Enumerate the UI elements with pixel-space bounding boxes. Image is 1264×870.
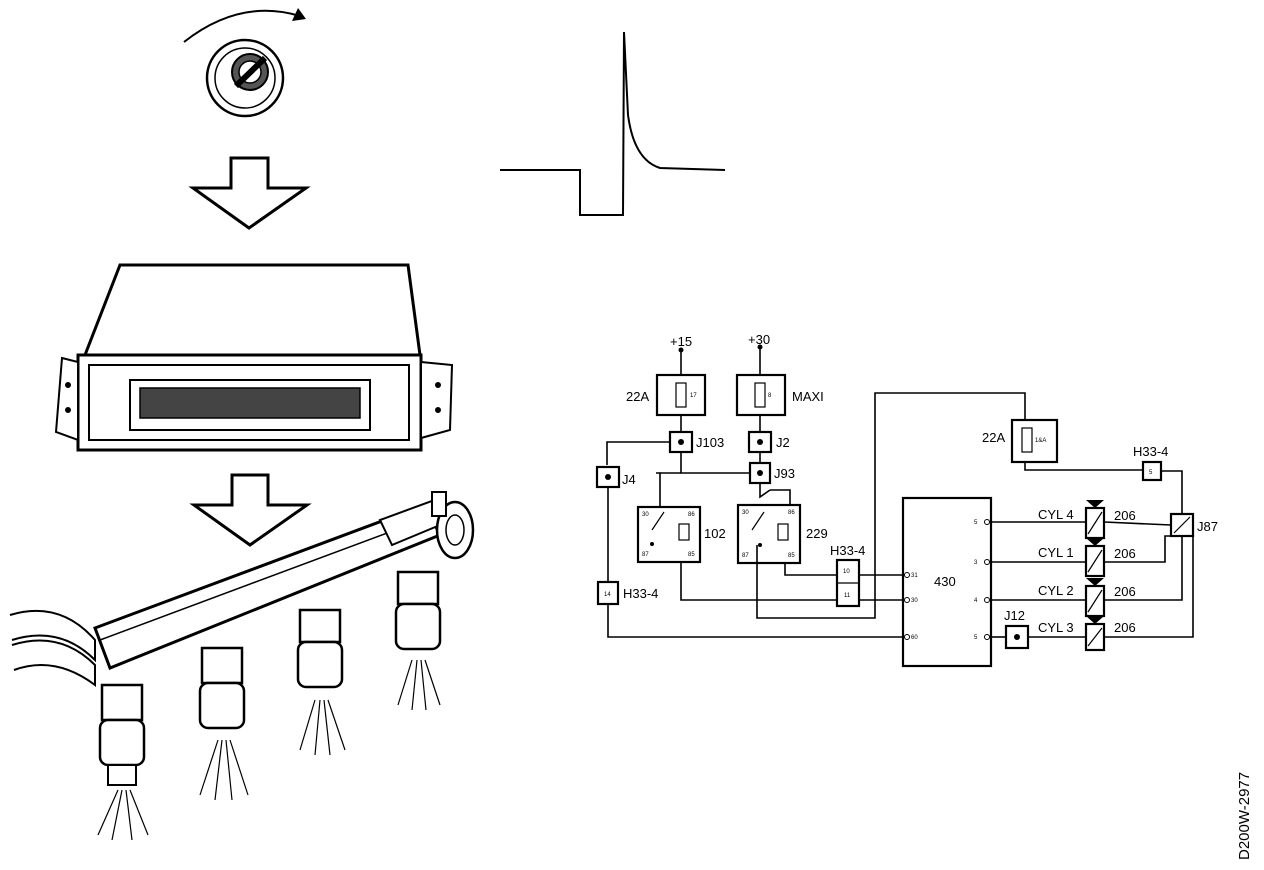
injector-cyl3-ref: 206	[1114, 620, 1136, 635]
ecu-430	[901, 496, 993, 668]
relay-102	[636, 505, 702, 564]
ecu-pin-5: 5	[974, 520, 978, 526]
fuse-maxi	[735, 373, 787, 417]
fuse-22a-left-label: 22A	[626, 389, 649, 404]
fuse-22a-right-label: 22A	[982, 430, 1005, 445]
relay-229-pin-86: 86	[788, 510, 795, 516]
relay-102-label: 102	[704, 526, 726, 541]
fuse-22a-right	[1010, 418, 1059, 464]
relay-229	[736, 503, 802, 565]
fuel-rail-injectors-icon	[9, 491, 475, 841]
connector-h33-mid-pin-top: 10	[843, 569, 850, 575]
connector-h33-mid-pin-bot: 11	[844, 593, 851, 599]
cyl2-label: CYL 2	[1038, 583, 1074, 598]
down-arrow-icon	[188, 156, 311, 230]
connector-j12-label: J12	[1004, 608, 1025, 623]
relay-102-pin-30: 30	[642, 512, 649, 518]
injector-cyl1-ref: 206	[1114, 546, 1136, 561]
injector-206-cyl4	[1084, 500, 1106, 540]
ecu-430-label: 430	[934, 574, 956, 589]
relay-102-pin-87: 87	[642, 552, 649, 558]
cyl3-label: CYL 3	[1038, 620, 1074, 635]
ecu-unit-icon	[54, 263, 454, 452]
injector-206-cyl3	[1084, 616, 1106, 652]
relay-229-pin-87: 87	[742, 553, 749, 559]
connector-j93-label: J93	[774, 466, 795, 481]
fuse-22a-left	[655, 373, 707, 417]
connector-h33-right-label: H33-4	[1133, 444, 1168, 459]
down-arrow-icon-2	[189, 473, 312, 547]
connector-h33-left-label: H33-4	[623, 586, 658, 601]
reference-code: D200W-2977	[1236, 771, 1253, 860]
connector-j4-label: J4	[622, 472, 636, 487]
relay-229-label: 229	[806, 526, 828, 541]
connector-j103-label: J103	[696, 435, 724, 450]
connector-h33-left-pin: 14	[604, 592, 611, 598]
relay-102-pin-86: 86	[688, 512, 695, 518]
ignition-key-icon	[183, 8, 306, 118]
fuse-22a-right-value: 1&A	[1035, 438, 1046, 444]
injector-206-cyl1	[1084, 538, 1106, 578]
ecu-pin-30: 30	[911, 598, 918, 604]
fuse-maxi-value: 8	[768, 393, 772, 399]
ecu-pin-31: 31	[911, 573, 918, 579]
ecu-pin-3: 3	[974, 560, 978, 566]
fuse-22a-left-value: 17	[690, 393, 697, 399]
injector-signal-waveform	[500, 31, 726, 216]
ecu-pin-4: 4	[974, 598, 978, 604]
supply-15-label: +15	[670, 334, 692, 349]
relay-229-pin-85: 85	[788, 553, 795, 559]
injector-206-cyl2	[1084, 578, 1106, 618]
cyl4-label: CYL 4	[1038, 507, 1074, 522]
connector-j87-label: J87	[1197, 519, 1218, 534]
relay-102-pin-85: 85	[688, 552, 695, 558]
supply-30-label: +30	[748, 332, 770, 347]
connector-h33-right-pin: 5	[1149, 470, 1153, 476]
ecu-pin-60: 60	[911, 635, 918, 641]
wiring-diagram: +15 +30 17 22A 8 MAXI J103 J2 J4 J93	[595, 332, 1218, 668]
injector-cyl4-ref: 206	[1114, 508, 1136, 523]
connector-j2-label: J2	[776, 435, 790, 450]
injector-cyl2-ref: 206	[1114, 584, 1136, 599]
fuse-maxi-label: MAXI	[792, 389, 824, 404]
connector-h33-mid-label: H33-4	[830, 543, 865, 558]
cyl1-label: CYL 1	[1038, 545, 1074, 560]
relay-229-pin-30: 30	[742, 510, 749, 516]
ecu-pin-5b: 5	[974, 635, 978, 641]
